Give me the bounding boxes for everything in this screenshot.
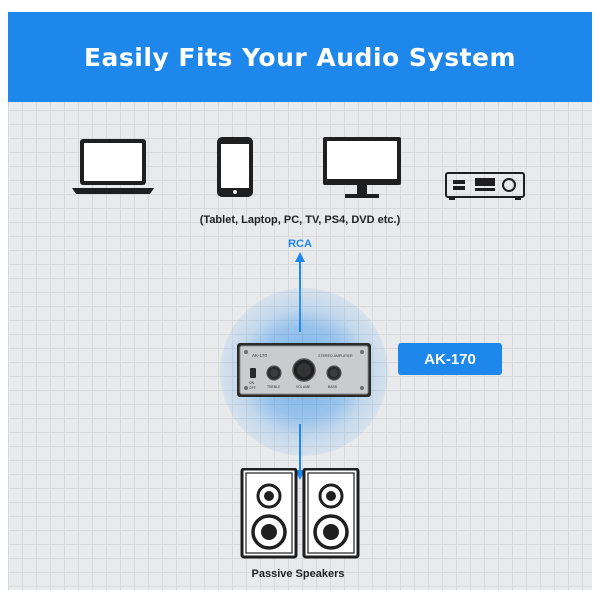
amp-bass-label: BASS: [328, 385, 338, 389]
amp-volume-label: VOLUME: [296, 385, 311, 389]
amp-treble-label: TREBLE: [267, 385, 281, 389]
amp-top-right-text: STEREO AMPLIFIER: [318, 354, 353, 358]
speakers-label: Passive Speakers: [251, 568, 345, 580]
banner-title: Easily Fits Your Audio System: [83, 42, 517, 72]
receiver-icon: [445, 172, 525, 200]
laptop-icon: [72, 139, 154, 194]
title-banner: Easily Fits Your Audio System: [8, 12, 592, 102]
device-caption: (Tablet, Laptop, PC, TV, PS4, DVD etc.): [199, 214, 401, 226]
model-badge: AK-170: [398, 343, 502, 375]
passive-speakers-icon: [240, 468, 360, 559]
right-speaker: [302, 468, 360, 559]
rca-label: RCA: [288, 238, 312, 250]
amplifier-device: AK-170 STEREO AMPLIFIER ON OFF TREBLE VO…: [237, 343, 371, 397]
amp-brand-text: AK-170: [252, 353, 268, 358]
tablet-icon: [217, 137, 253, 197]
monitor-icon: [323, 137, 401, 198]
amp-on-label: ON: [249, 381, 255, 385]
infographic: Easily Fits Your Audio System (Tablet, L…: [8, 12, 592, 590]
left-speaker: [240, 468, 298, 559]
amp-off-label: OFF: [249, 386, 256, 390]
